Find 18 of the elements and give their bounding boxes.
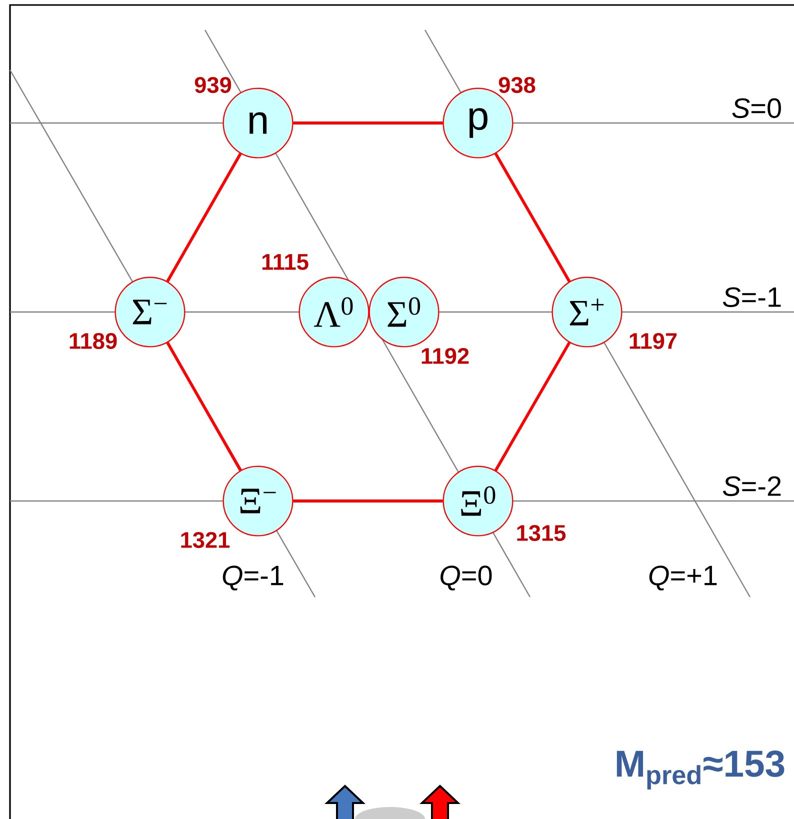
predicted-mass-label: M$_{pred}$≈153 <box>616 750 784 790</box>
mass-value: 1115 <box>262 254 308 270</box>
mass-value: 1197 <box>630 332 677 350</box>
mass-value: 1315 <box>517 524 566 542</box>
mass-value: 1189 <box>70 332 117 350</box>
strangeness-label: S=0 <box>732 98 781 118</box>
charge-label: Q=+1 <box>649 566 717 590</box>
charge-label: Q=-1 <box>222 566 284 590</box>
connector-line <box>166 342 242 472</box>
charge-label: Q=0 <box>440 566 492 590</box>
strangeness-label: S=-2 <box>722 476 781 496</box>
connector-line <box>293 122 443 124</box>
mass-value: 1192 <box>422 348 469 364</box>
connector-line <box>494 152 571 282</box>
connector-line <box>494 342 571 472</box>
connector-line <box>293 500 443 502</box>
strangeness-label: S=-1 <box>722 287 781 308</box>
connector-line <box>166 152 242 282</box>
